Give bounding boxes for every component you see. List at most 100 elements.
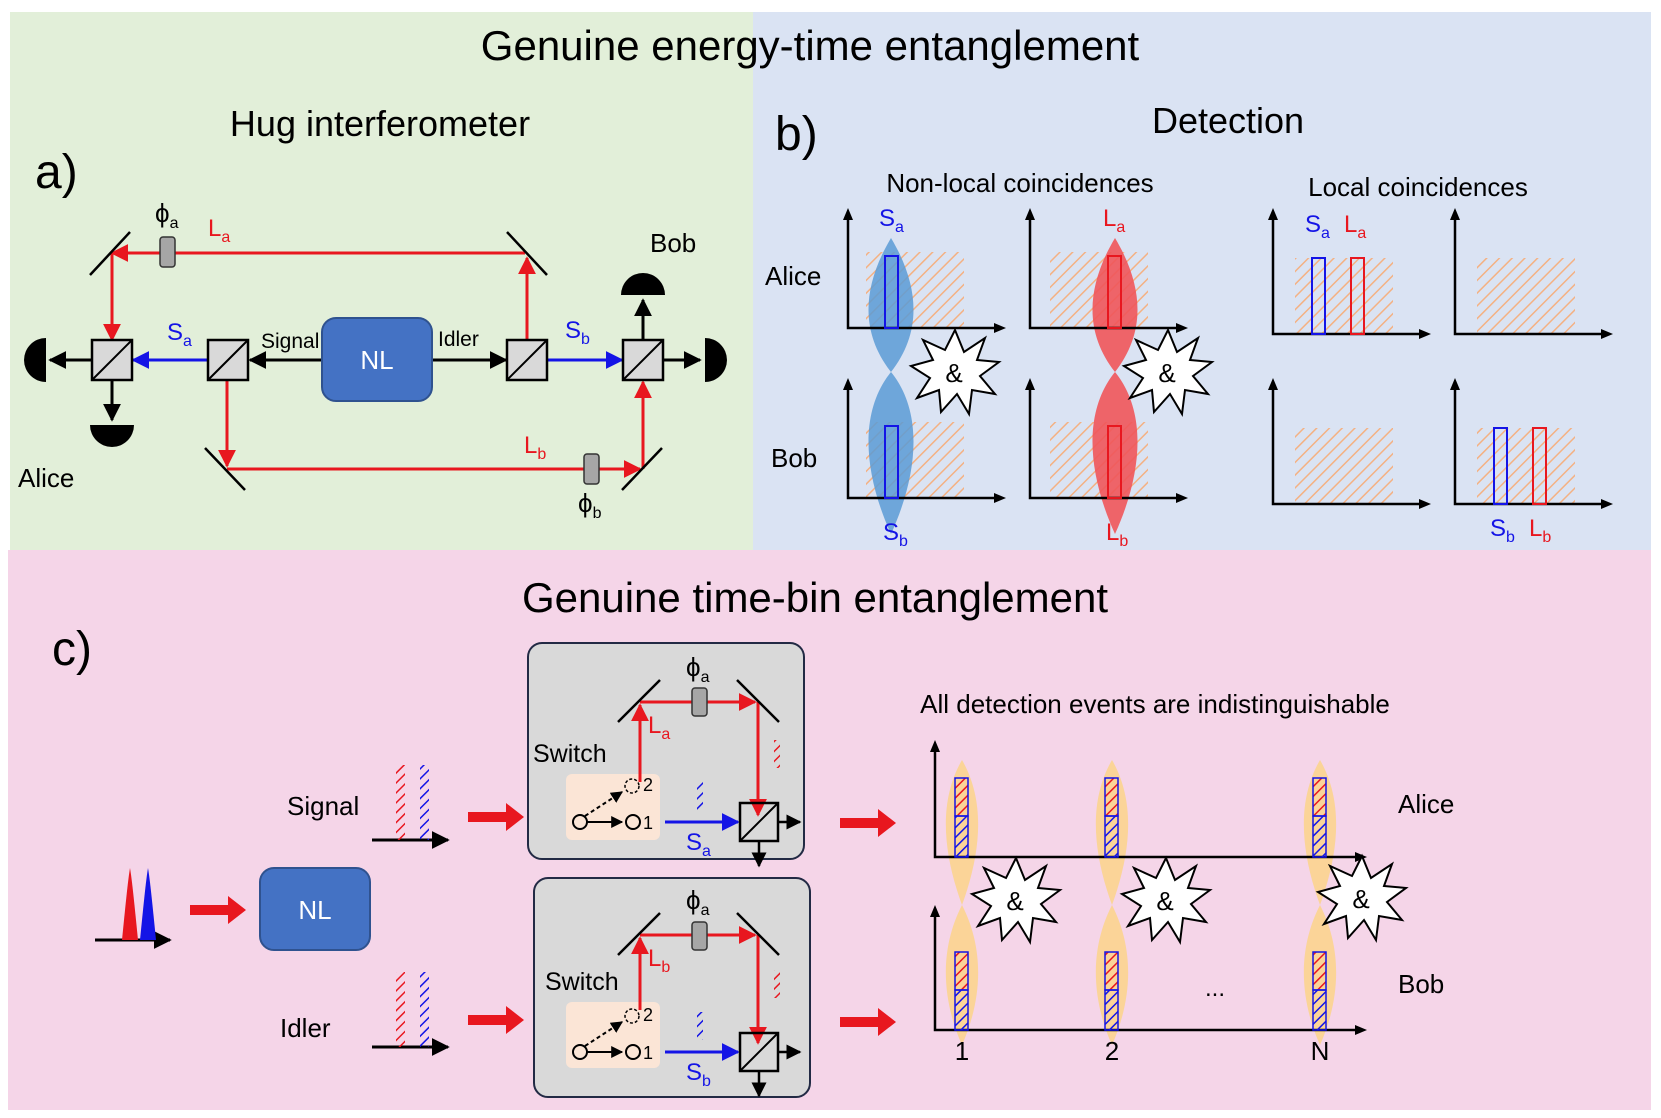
bar-Lb-nonlocal (1107, 425, 1122, 499)
La-label-b1: La (1103, 205, 1125, 236)
svg-text:&: & (1158, 358, 1175, 388)
alice-label-b: Alice (765, 261, 821, 291)
entanglement-lobe-S (868, 238, 914, 534)
panel-a: a) Hug interferometer (18, 103, 727, 522)
panel-a-heading: Hug interferometer (230, 103, 530, 144)
idler-pulse-blue (420, 972, 429, 1047)
La-label: La (208, 215, 230, 246)
switch-interferometer-bottom: Switch 1 2 ϕa Lb Sb (533, 877, 811, 1098)
indistinguishable-caption: All detection events are indistinguishab… (920, 689, 1390, 719)
svg-text:2: 2 (643, 775, 653, 795)
svg-text:1: 1 (643, 813, 653, 833)
Lb-label-b1: Lb (1106, 519, 1128, 550)
panel-b: b) Detection Non-local coincidences Loca… (765, 100, 1613, 550)
panel-c-background (8, 550, 1651, 1110)
Sa-label-b2: Sa (1305, 211, 1330, 242)
bar-La-nonlocal (1107, 255, 1122, 329)
svg-text:&: & (945, 358, 962, 388)
panel-c-letter: c) (52, 623, 92, 676)
La-label-b2: La (1344, 211, 1366, 242)
switch-label: Switch (533, 740, 607, 768)
phase-shifter-a (159, 236, 176, 268)
signal-pulse-blue (420, 765, 429, 840)
phase-shifter (691, 687, 708, 717)
svg-text:1: 1 (643, 1043, 653, 1063)
mirror (204, 447, 246, 491)
nl-crystal-a (321, 317, 433, 402)
ellipsis: ... (1205, 975, 1225, 1002)
mirror (736, 912, 780, 956)
panel-b-heading: Detection (1152, 100, 1304, 141)
mirror (736, 679, 780, 723)
coincidence-star: & (969, 855, 1063, 945)
Sb-label-b1: Sb (883, 519, 908, 550)
phase-shifter (691, 921, 708, 951)
beamsplitter-bob-out (621, 338, 665, 382)
Sb-label-b2: Sb (1490, 515, 1515, 546)
bar-Sb-nonlocal (884, 425, 899, 499)
hatch-block (1477, 428, 1575, 504)
local-heading: Local coincidences (1308, 172, 1528, 202)
beamsplitter-alice-in (206, 338, 250, 382)
bob-label-b: Bob (771, 443, 817, 473)
Sb-label-c: Sb (686, 1059, 711, 1090)
Lb-label: Lb (524, 432, 546, 463)
Lb-label-b2: Lb (1529, 515, 1551, 546)
entanglement-lobe-L (1092, 238, 1138, 534)
red-arrow (468, 803, 524, 831)
alice-label-a: Alice (18, 463, 74, 493)
bob-label-c: Bob (1398, 969, 1444, 999)
coincidence-star: & (1121, 327, 1215, 417)
red-arrow (468, 1006, 524, 1034)
detector-bob-top (621, 273, 665, 295)
Sb-label: Sb (565, 317, 590, 348)
phase-shifter-b (583, 453, 600, 485)
coincidence-star: & (908, 327, 1002, 417)
panel-a-letter: a) (35, 146, 78, 199)
mirror (621, 447, 663, 491)
mirror (506, 231, 548, 276)
panel-c: c) NL Signal Idler Switch (52, 623, 1454, 1098)
phi-a-c2: ϕa (686, 885, 710, 919)
mirror (89, 231, 131, 276)
Sa-label-b1: Sa (879, 205, 904, 236)
signal-pulse-red (396, 765, 405, 840)
coincidence-star: & (1119, 855, 1213, 945)
signal-label-a: Signal (261, 330, 319, 353)
pump-pulse-red (122, 868, 138, 940)
nl-label-a: NL (360, 345, 393, 375)
svg-text:&: & (1006, 886, 1023, 916)
svg-text:&: & (1352, 884, 1369, 914)
hatch-block (1295, 258, 1393, 334)
bar-Sa-nonlocal (884, 255, 899, 329)
pump-pulse-blue (140, 868, 156, 940)
La-label-c: La (648, 712, 670, 743)
mirror (617, 679, 661, 723)
bar-Sa-local (1311, 257, 1326, 335)
switch-label: Switch (545, 968, 619, 996)
red-arrow (840, 809, 896, 837)
idler-pulse-red (396, 972, 405, 1047)
bob-label-a: Bob (650, 228, 696, 258)
nl-crystal-c (259, 867, 371, 951)
bar-Sb-local (1493, 427, 1508, 505)
title-time-bin: Genuine time-bin entanglement (522, 574, 1108, 621)
nonlocal-heading: Non-local coincidences (886, 168, 1153, 198)
alice-label-c: Alice (1398, 789, 1454, 819)
bar-La-local (1350, 257, 1365, 335)
red-arrow (190, 896, 246, 924)
svg-text:2: 2 (643, 1005, 653, 1025)
Lb-label-c: Lb (648, 945, 670, 976)
detector-bob-right (705, 338, 727, 382)
title-energy-time: Genuine energy-time entanglement (481, 22, 1140, 69)
nl-label-c: NL (298, 895, 331, 925)
red-arrow (840, 1008, 896, 1036)
hatch-block (1477, 258, 1575, 334)
bin-label-1: 1 (955, 1036, 969, 1066)
hatch-block (1295, 428, 1393, 504)
phi-a-c1: ϕa (686, 652, 710, 686)
svg-text:&: & (1156, 886, 1173, 916)
bob-bins (954, 951, 1327, 1031)
bar-Lb-local (1532, 427, 1547, 505)
